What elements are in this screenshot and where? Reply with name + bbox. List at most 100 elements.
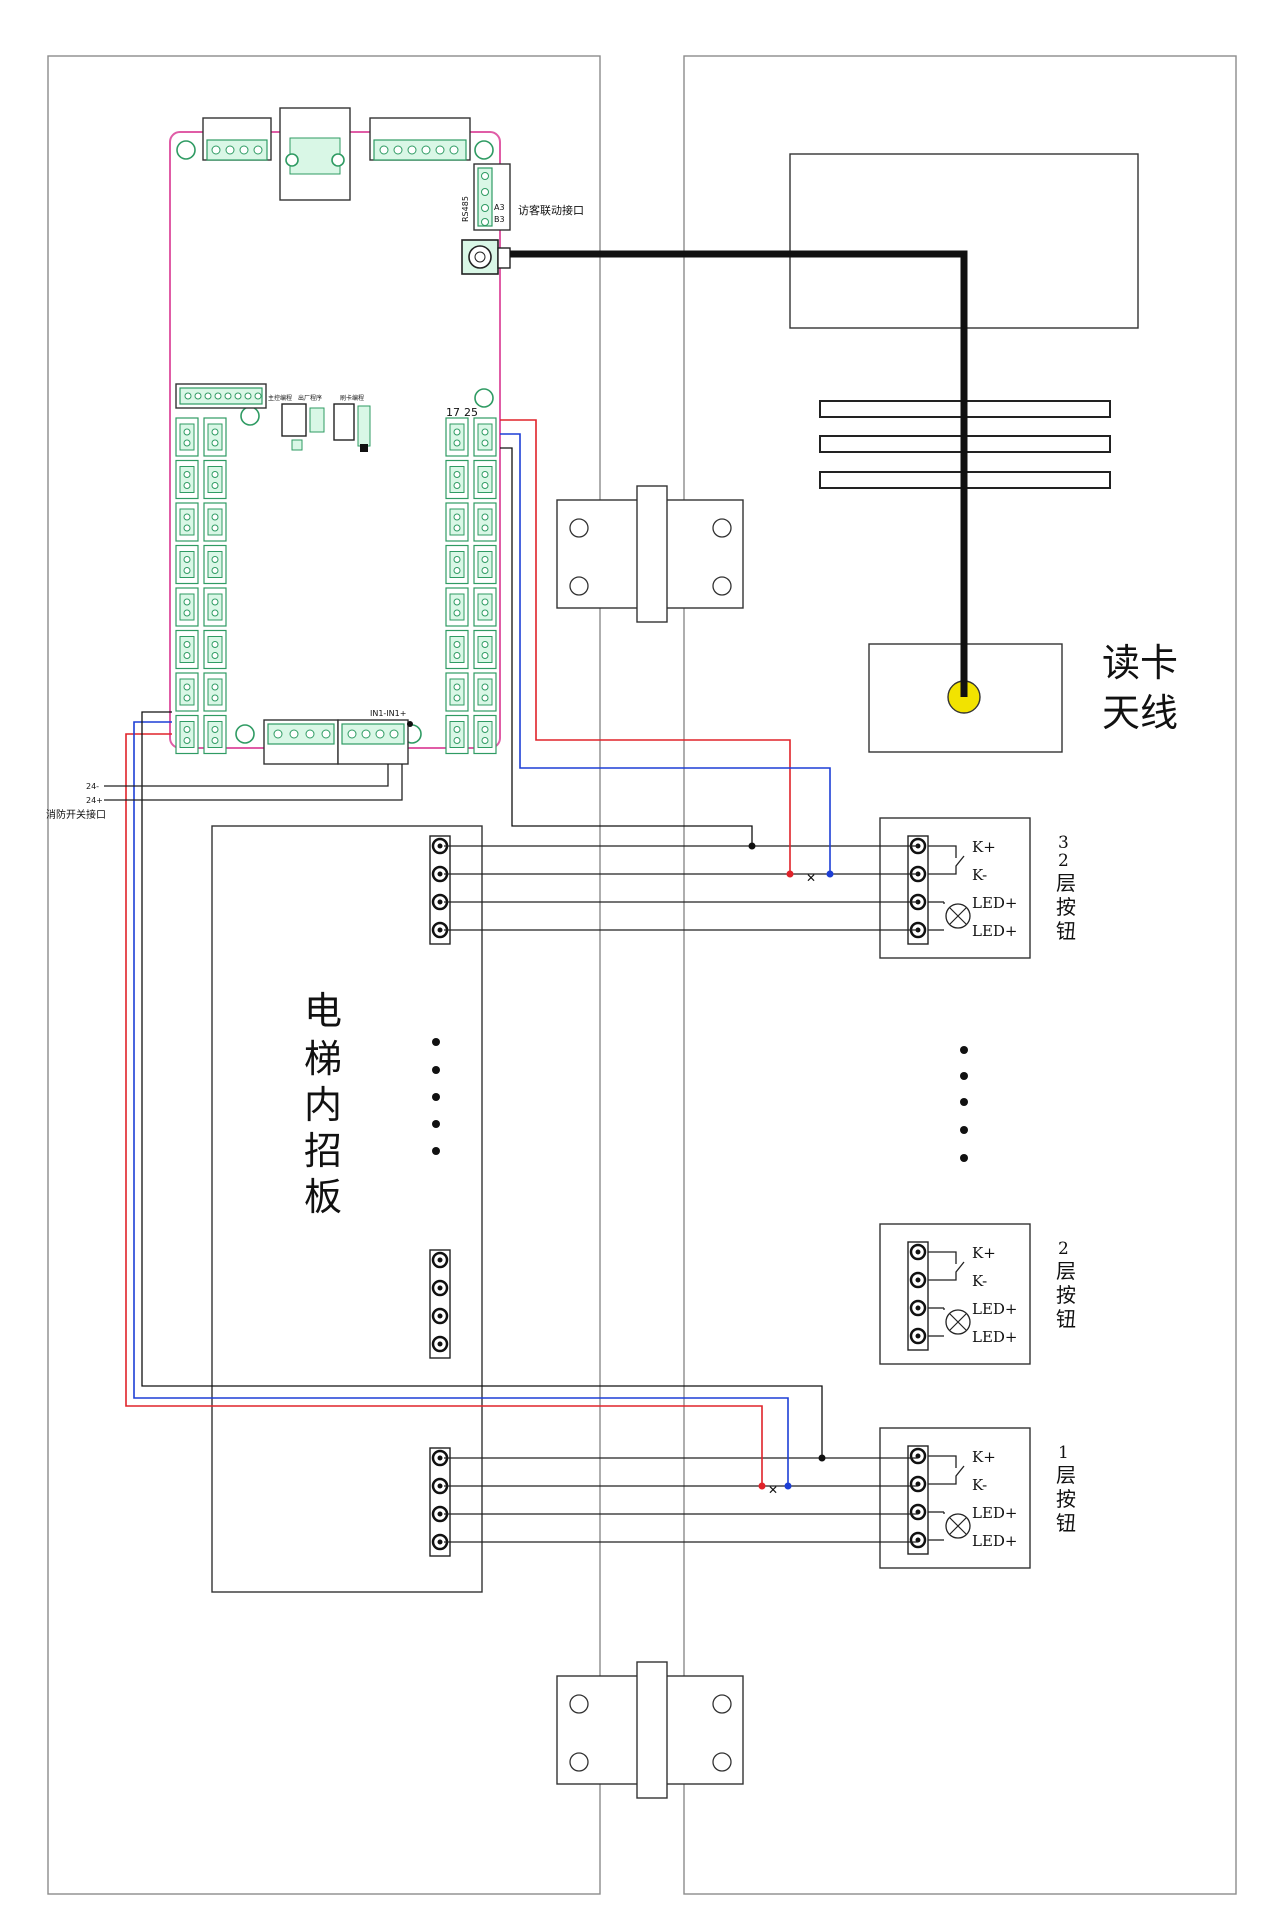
elevator-board-char-1: 电 xyxy=(304,989,342,1033)
rs485-port: RS485 A3 B3 xyxy=(461,163,511,231)
ethernet-port xyxy=(279,107,351,201)
power-neg-wire xyxy=(104,764,389,787)
terminal-block xyxy=(445,502,469,542)
terminal-block xyxy=(445,672,469,712)
elevator-terminal-strip-middle xyxy=(429,1249,451,1359)
terminal-block xyxy=(175,587,199,627)
terminal-block xyxy=(473,714,497,755)
terminal-block xyxy=(445,629,469,670)
terminal-block xyxy=(203,714,227,755)
terminal-block xyxy=(203,629,227,670)
left-terminal-column-1 xyxy=(175,417,199,755)
a3-label: A3 xyxy=(494,203,505,212)
in-terminal-label: IN1-IN1+ xyxy=(370,709,406,718)
terminal-block xyxy=(473,587,497,627)
terminal-block xyxy=(445,417,469,457)
blue-wire-top xyxy=(500,433,831,874)
terminal-block xyxy=(175,672,199,712)
terminal-block xyxy=(175,629,199,670)
switch-symbol xyxy=(928,1251,965,1281)
red-wire-top xyxy=(500,419,791,874)
floor-button-label-char: 按 xyxy=(1056,1283,1076,1307)
terminal-block xyxy=(445,587,469,627)
floor-button-label-char: 层 xyxy=(1056,871,1076,895)
button-terminal-label: K- xyxy=(972,1476,987,1494)
elevator-board-char-5: 板 xyxy=(304,1175,342,1219)
button-module-box xyxy=(879,1223,1031,1365)
terminal-block xyxy=(175,544,199,585)
antenna-connector xyxy=(461,239,511,275)
chip-label-3: 刷卡编程 xyxy=(340,394,364,402)
mount-hole xyxy=(176,140,196,160)
right-panel xyxy=(683,55,1237,1895)
antenna-cable xyxy=(510,250,968,697)
hinge-bottom xyxy=(556,1661,744,1799)
fire-switch-label: 消防开关接口 xyxy=(46,808,106,821)
button-module-box xyxy=(879,1427,1031,1569)
cut-mark: ✕ xyxy=(806,871,816,885)
terminal-block xyxy=(175,502,199,542)
terminal-block xyxy=(473,672,497,712)
power-neg-label: 24- xyxy=(86,782,99,791)
floor-button-label-char: 钮 xyxy=(1056,1307,1076,1331)
terminal-block xyxy=(203,417,227,457)
terminal-block xyxy=(203,587,227,627)
terminal-block xyxy=(473,629,497,670)
floor-number-sub-label: 2 xyxy=(1058,851,1069,871)
mount-hole xyxy=(474,388,494,408)
switch-symbol xyxy=(928,1455,965,1485)
button-terminal-label: LED+ xyxy=(972,922,1018,940)
hinge-top xyxy=(556,485,744,623)
chip-label-2: 出厂程序 xyxy=(298,394,322,402)
button-terminal-label: K- xyxy=(972,866,987,884)
cut-mark: ✕ xyxy=(768,1483,778,1497)
black-wire-bottom xyxy=(141,711,823,1458)
switch-symbol xyxy=(928,845,965,875)
mount-hole xyxy=(240,406,260,426)
button-terminal-label: K+ xyxy=(972,838,996,856)
button-module-box xyxy=(879,817,1031,959)
bottom-connector-left xyxy=(263,719,339,765)
elevator-board-char-3: 内 xyxy=(304,1083,342,1127)
button-terminal-label: K+ xyxy=(972,1448,996,1466)
control-board: RS485 A3 B3 访客联动接口 主控编程 出厂程序 刷卡编程 xyxy=(169,107,584,765)
button-terminal-label: LED+ xyxy=(972,1328,1018,1346)
mount-hole xyxy=(235,724,255,744)
blue-wire-bottom xyxy=(133,721,789,1486)
button-terminal-label: LED+ xyxy=(972,894,1018,912)
right-terminal-column-2 xyxy=(473,417,497,755)
card-reader-antenna-label-line-1: 读卡 xyxy=(1102,641,1178,685)
terminal-block xyxy=(203,502,227,542)
floor-number-label: 1 xyxy=(1058,1443,1069,1463)
bottom-connector-right: IN1-IN1+ xyxy=(337,709,413,765)
chip-label-1: 主控编程 xyxy=(268,394,292,402)
right-terminal-column-1 xyxy=(445,417,469,755)
header-connector xyxy=(175,383,267,409)
visitor-link-port-label: 访客联动接口 xyxy=(518,203,584,217)
terminal-number-label-17: 17 xyxy=(446,406,460,419)
floor-button-label-char: 钮 xyxy=(1056,1511,1076,1535)
ellipsis-left xyxy=(432,1038,440,1155)
mount-hole xyxy=(474,140,494,160)
button-terminal-label: LED+ xyxy=(972,1532,1018,1550)
floor-number-label: 2 xyxy=(1058,1239,1069,1259)
terminal-block xyxy=(203,544,227,585)
red-wire-bottom xyxy=(125,733,763,1486)
button-terminal-label: LED+ xyxy=(972,1300,1018,1318)
terminal-block xyxy=(175,417,199,457)
terminal-block xyxy=(445,714,469,755)
floor-button-label-char: 层 xyxy=(1056,1463,1076,1487)
ellipsis-right xyxy=(960,1046,968,1162)
terminal-block xyxy=(445,459,469,500)
elevator-board-char-2: 梯 xyxy=(304,1037,342,1081)
floor-button-label-char: 按 xyxy=(1056,895,1076,919)
button-terminal-label: LED+ xyxy=(972,1504,1018,1522)
terminal-block xyxy=(473,417,497,457)
left-terminal-column-2 xyxy=(203,417,227,755)
floor-button-label-char: 钮 xyxy=(1056,919,1076,943)
elevator-terminal-strip-bottom xyxy=(429,1447,451,1557)
